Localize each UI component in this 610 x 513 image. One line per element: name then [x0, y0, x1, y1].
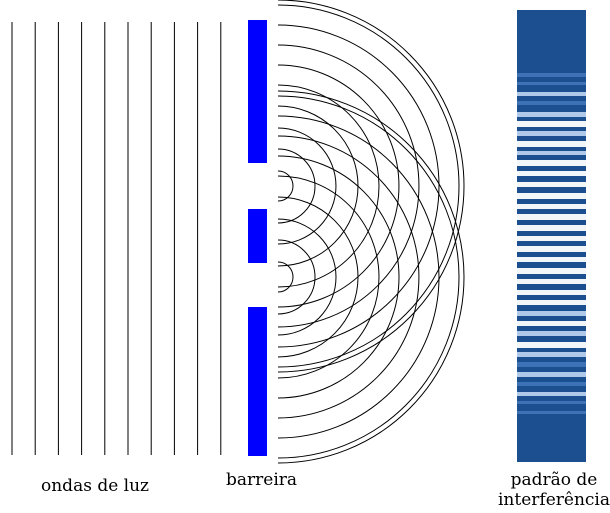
pattern-fringe: [517, 101, 586, 105]
upper-slit-wavefront-arc: [277, 84, 380, 288]
label-interference-pattern-line1: padrão de: [510, 470, 598, 490]
lower-slit-wavefront-arc: [277, 196, 359, 358]
lower-slit-wavefront-arc: [277, 135, 420, 419]
upper-slit-wavefront-arc: [277, 0, 465, 373]
lower-slit-wavefront-arc: [277, 261, 294, 293]
lower-slit-wavefront-arc: [277, 115, 440, 439]
pattern-fringe: [517, 300, 586, 305]
upper-slit-wavefront-arc: [277, 44, 420, 328]
lower-slit-wavefront-arc: [277, 175, 380, 379]
pattern-fringe: [517, 290, 586, 295]
pattern-fringe: [517, 82, 586, 85]
pattern-fringe: [517, 182, 586, 187]
lower-slit-wavefront-arc: [277, 90, 465, 464]
pattern-fringe: [517, 268, 586, 274]
pattern-fringe: [517, 160, 586, 166]
upper-slit-wavefront-arc: [277, 24, 440, 348]
pattern-fringe: [517, 411, 586, 414]
pattern-fringe: [517, 382, 586, 386]
label-interference-pattern: padrão de interferência: [498, 470, 610, 510]
pattern-fringe: [517, 372, 586, 377]
pattern-fringe: [517, 392, 586, 396]
pattern-fringe: [517, 204, 586, 209]
pattern-fringe: [517, 121, 586, 127]
pattern-fringe: [517, 131, 586, 136]
pattern-fringe: [517, 362, 586, 367]
pattern-fringe: [517, 311, 586, 316]
pattern-fringe: [517, 141, 586, 147]
pattern-fringe: [517, 279, 586, 284]
pattern-fringe: [517, 236, 586, 241]
lower-slit-wavefront-arc: [277, 239, 316, 315]
pattern-fringe: [517, 151, 586, 155]
label-interference-pattern-line2: interferência: [498, 490, 610, 510]
pattern-fringe: [517, 331, 586, 336]
barrier: [248, 20, 267, 456]
pattern-fringe: [517, 321, 586, 326]
upper-slit-wavefront-arc: [277, 64, 400, 308]
pattern-fringe: [517, 193, 586, 199]
interference-pattern: [517, 10, 586, 462]
plane-wavefronts: [11, 22, 222, 455]
barrier-segment: [248, 20, 267, 163]
barrier-segment: [248, 209, 267, 263]
lower-slit-wavefront-arc: [277, 218, 337, 336]
pattern-fringe: [517, 171, 586, 176]
pattern-fringe: [517, 92, 586, 96]
upper-slit-wavefront-arc: [277, 148, 316, 224]
lower-slit-wavefront-arc: [277, 95, 460, 459]
upper-slit-wavefront-arc: [277, 170, 294, 202]
pattern-fringe: [517, 225, 586, 231]
upper-slit-wavefront-arc: [277, 127, 337, 245]
pattern-fringe: [517, 246, 586, 252]
barrier-segment: [248, 307, 267, 456]
pattern-fringe: [517, 214, 586, 220]
lower-slit-wavefront-arc: [277, 155, 400, 399]
upper-slit-wavefront-arc: [277, 4, 460, 368]
pattern-fringe: [517, 73, 586, 77]
pattern-fringe: [517, 257, 586, 262]
label-barrier: barreira: [226, 470, 298, 490]
pattern-fringe: [517, 342, 586, 348]
pattern-fringe: [517, 401, 586, 404]
pattern-fringe: [517, 352, 586, 357]
circular-wavefronts: [277, 0, 465, 464]
pattern-fringe: [517, 112, 586, 117]
label-light-waves: ondas de luz: [41, 476, 150, 496]
